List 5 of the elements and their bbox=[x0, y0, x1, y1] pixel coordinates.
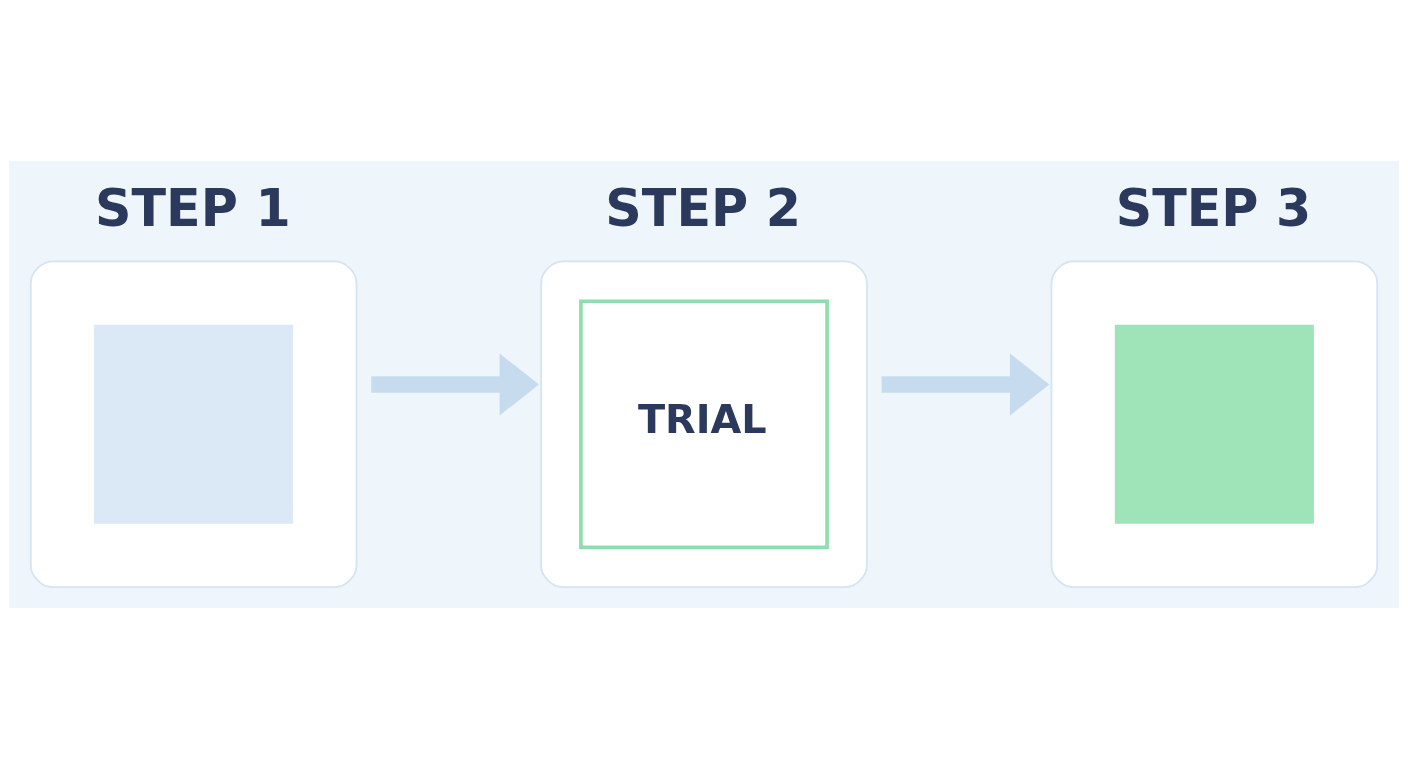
node-label: STEP 3 bbox=[1115, 178, 1312, 238]
arrow bbox=[371, 352, 539, 415]
node-label: STEP 2 bbox=[605, 178, 802, 238]
arrow bbox=[881, 352, 1050, 415]
node-label: STEP 1 bbox=[95, 178, 291, 238]
